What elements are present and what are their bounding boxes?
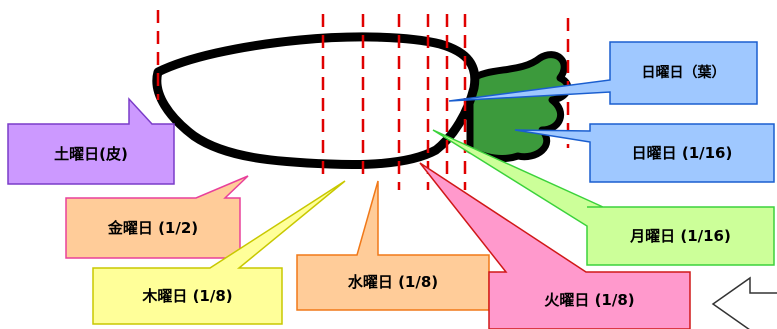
label-tuesday: 火曜日 (1/8) [544,291,635,309]
label-sunday-part: 日曜日 (1/16) [631,143,733,162]
callout-thursday [92,180,346,325]
label-wednesday: 水曜日 (1/8) [347,273,439,291]
callout-sunday-leaf [448,41,758,105]
arrow-left-icon [711,276,777,329]
label-monday: 月曜日 (1/16) [630,226,731,245]
label-saturday-skin: 土曜日(皮) [54,144,128,163]
cut-lines [156,10,570,190]
label-sunday-leaf: 日曜日（葉） [641,65,726,81]
label-thursday: 木曜日 (1/8) [142,286,233,305]
callout-friday [65,175,249,259]
radish-body [152,32,480,169]
callout-tuesday [419,162,691,329]
callout-sunday-part [514,123,775,183]
label-friday: 金曜日 (1/2) [107,218,199,237]
radish-leaves [466,51,572,162]
callout-wednesday [296,180,490,311]
callout-monday [432,129,775,266]
callout-saturday-skin [7,97,175,185]
